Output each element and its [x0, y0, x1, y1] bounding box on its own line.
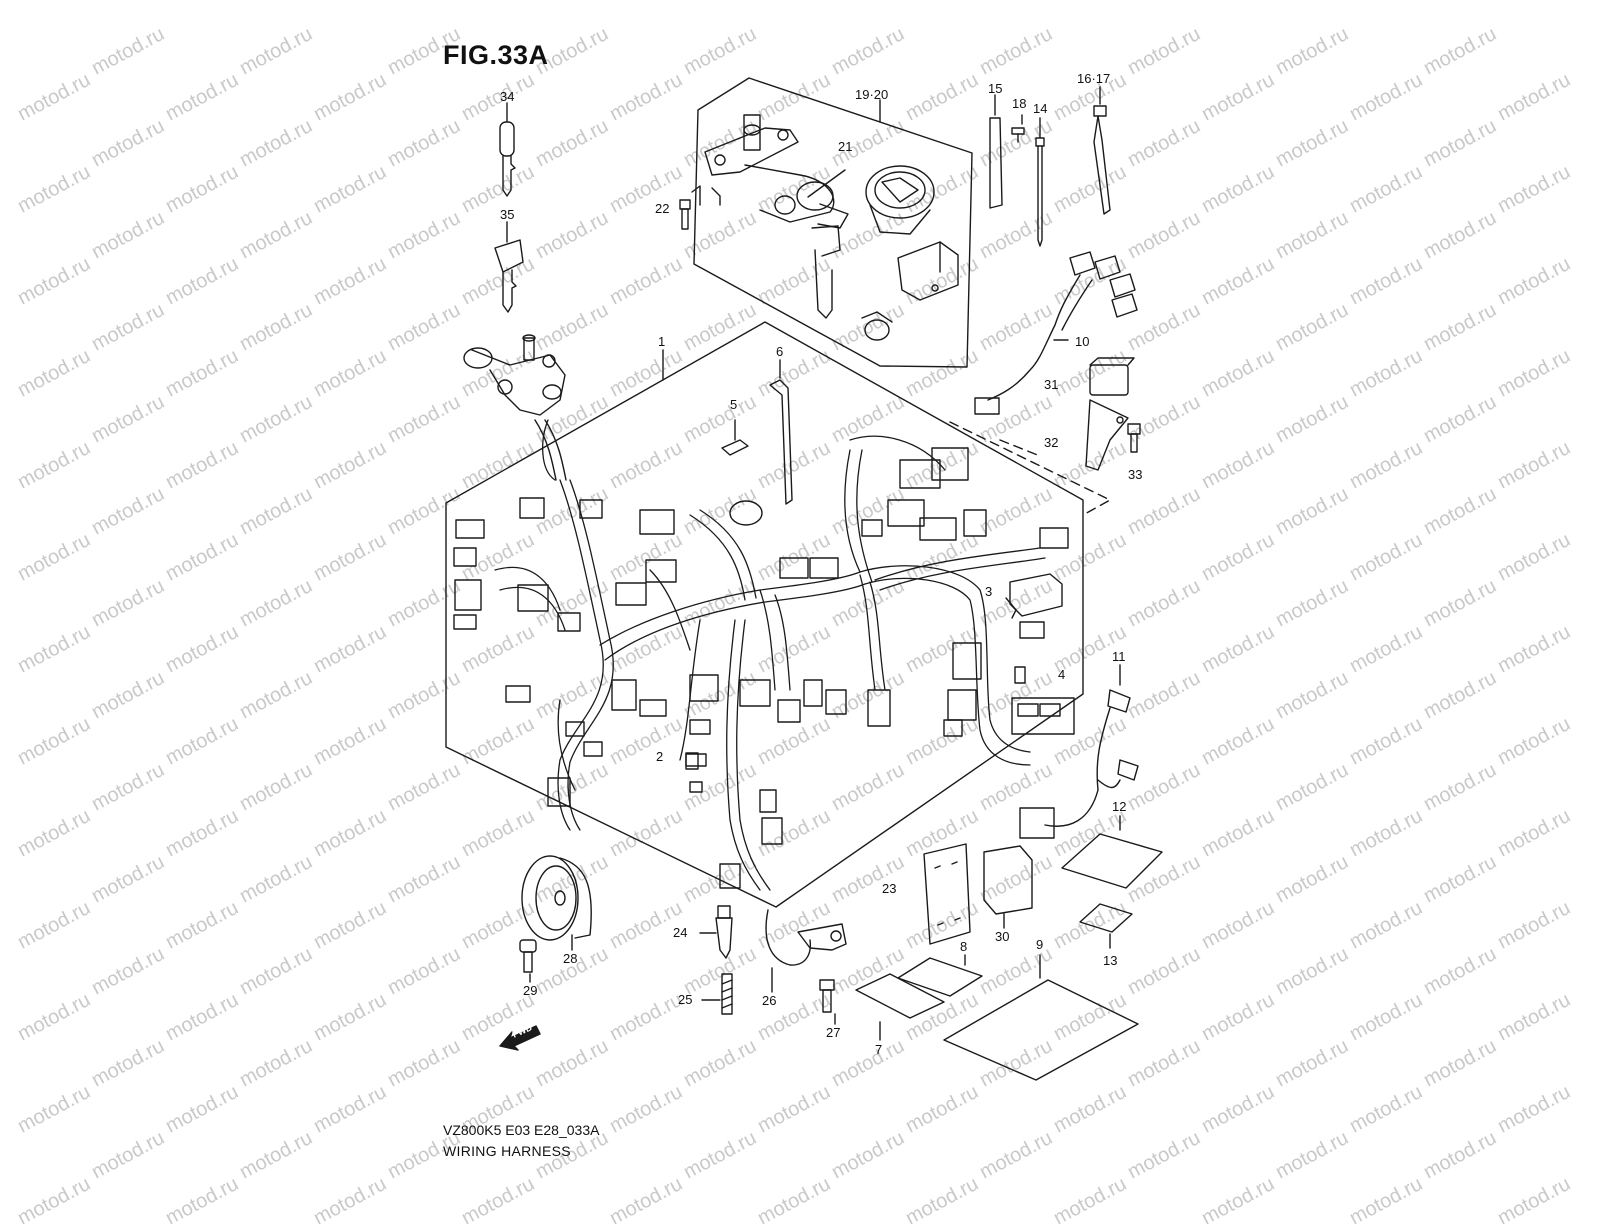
callout-14: 14: [1033, 101, 1048, 116]
fwd-arrow-shape: [499, 1025, 541, 1051]
callout-29: 29: [523, 983, 538, 998]
main-harness-wiring: [494, 419, 1046, 891]
model-code: VZ800K5 E03 E28_033A: [443, 1122, 600, 1138]
callout-1: 1: [658, 334, 666, 349]
clamp-16-17: [1093, 86, 1111, 215]
callout-21: 21: [838, 139, 853, 154]
sheet-9: [943, 954, 1139, 1081]
callout-18: 18: [1012, 96, 1027, 111]
relay-30: [983, 845, 1033, 929]
horn-28: [521, 855, 592, 951]
figure-title: FIG.33A: [443, 40, 549, 70]
callout-6: 6: [776, 344, 784, 359]
screw-18: [1011, 114, 1025, 143]
callout-34: 34: [500, 89, 515, 104]
callout-9: 9: [1036, 937, 1044, 952]
sub-harness-10: [974, 251, 1138, 415]
plate-13: [1079, 903, 1133, 949]
callout-24: 24: [673, 925, 688, 940]
callout-32: 32: [1044, 435, 1059, 450]
bracket-23: [923, 843, 971, 945]
spring-25: [701, 973, 733, 1015]
ignition-switch-assembly: [463, 334, 567, 481]
fuel-cap: [865, 165, 935, 235]
diagram-artwork: [445, 77, 1163, 1081]
key-35: [494, 221, 524, 313]
callout-3: 3: [985, 584, 993, 599]
relay-31: [1089, 357, 1135, 396]
ignition-set-box: [693, 77, 973, 368]
callout-35: 35: [500, 207, 515, 222]
sensor-26: [765, 909, 847, 993]
bolt-22: [679, 185, 721, 230]
callout-26: 26: [762, 993, 777, 1008]
callout-11: 11: [1112, 649, 1126, 664]
plate-7: [855, 973, 945, 1041]
callout-13: 13: [1103, 953, 1118, 968]
harness-box: [445, 321, 1111, 908]
cable-11: [1019, 664, 1139, 839]
band-15: [989, 94, 1003, 209]
callout-19-20: 19·20: [855, 87, 889, 102]
switch-24: [699, 905, 733, 959]
callout-5: 5: [730, 397, 738, 412]
callout-23: 23: [882, 881, 897, 896]
callout-30: 30: [995, 929, 1010, 944]
key-34: [499, 102, 516, 197]
callout-33: 33: [1128, 467, 1143, 482]
callout-2: 2: [656, 749, 664, 764]
callout-8: 8: [960, 939, 968, 954]
plate-8: [897, 954, 983, 997]
bolt-33: [1127, 423, 1141, 453]
callout-16-17: 16·17: [1077, 71, 1111, 86]
ignition-lock-21: [704, 114, 849, 319]
figure-caption: WIRING HARNESS: [443, 1143, 571, 1159]
callout-12: 12: [1112, 799, 1127, 814]
callout-27: 27: [826, 1025, 841, 1040]
plate-12: [1061, 815, 1163, 889]
callout-7: 7: [875, 1042, 883, 1057]
cable-tie-14: [1035, 117, 1045, 247]
bracket-32: [1085, 399, 1129, 471]
callout-4: 4: [1058, 667, 1066, 682]
bolt-27: [819, 979, 836, 1025]
bolt-29: [519, 939, 537, 983]
callout-10: 10: [1075, 334, 1090, 349]
callout-28: 28: [563, 951, 578, 966]
connectors: [453, 359, 1075, 889]
seat-lock: [861, 241, 959, 341]
callout-22: 22: [655, 201, 670, 216]
callout-25: 25: [678, 992, 693, 1007]
callout-15: 15: [988, 81, 1003, 96]
callout-31: 31: [1044, 377, 1059, 392]
